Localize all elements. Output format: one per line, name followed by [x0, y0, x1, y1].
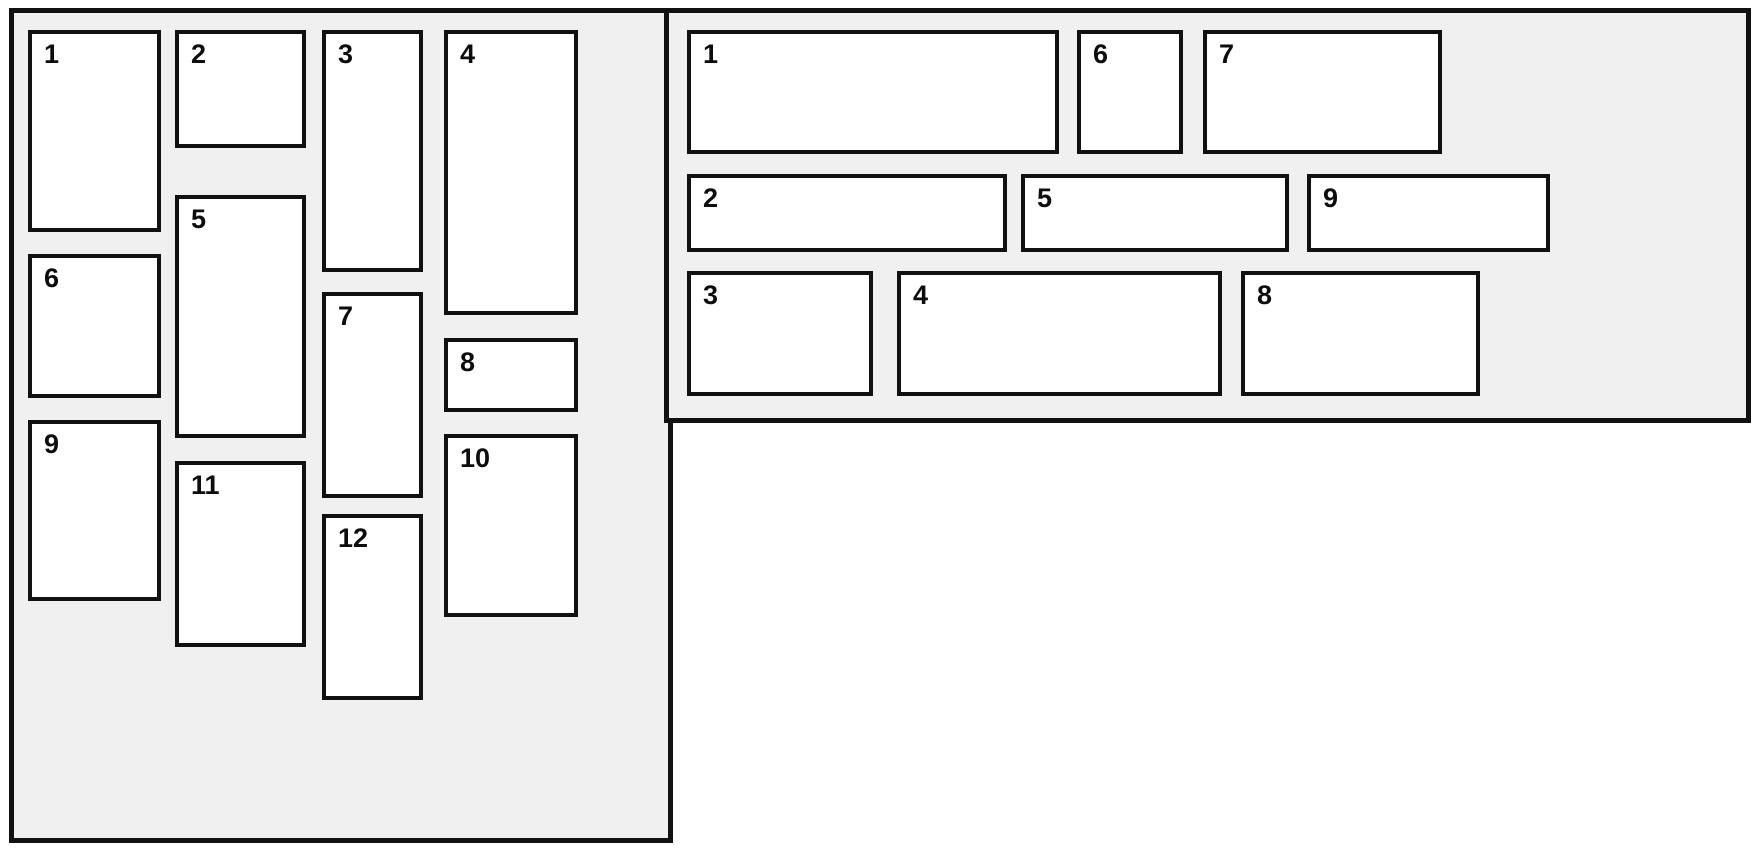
cell-label: 8	[1257, 280, 1273, 310]
cell-label: 6	[1093, 39, 1109, 69]
cell-left-10[interactable]: 10	[444, 434, 578, 617]
cell-label: 9	[44, 429, 60, 459]
cell-left-11[interactable]: 11	[175, 461, 306, 647]
cell-label: 5	[191, 204, 207, 234]
cell-label: 1	[703, 39, 719, 69]
cell-right-7[interactable]: 7	[1203, 30, 1442, 154]
cell-label: 8	[460, 347, 476, 377]
cell-left-4[interactable]: 4	[444, 30, 578, 315]
cell-label: 7	[1219, 39, 1235, 69]
cell-label: 10	[460, 443, 491, 473]
cell-label: 1	[44, 39, 60, 69]
cell-right-1[interactable]: 1	[687, 30, 1059, 154]
cell-label: 12	[338, 523, 369, 553]
cell-right-3[interactable]: 3	[687, 271, 873, 396]
cell-label: 3	[338, 39, 354, 69]
cell-left-12[interactable]: 12	[322, 514, 423, 700]
cell-right-9[interactable]: 9	[1307, 174, 1550, 252]
cell-left-6[interactable]: 6	[28, 254, 161, 398]
cell-label: 6	[44, 263, 60, 293]
cell-left-1[interactable]: 1	[28, 30, 161, 232]
cell-label: 4	[460, 39, 476, 69]
cell-label: 4	[913, 280, 929, 310]
cell-label: 5	[1037, 183, 1053, 213]
cell-right-5[interactable]: 5	[1021, 174, 1289, 252]
cell-right-8[interactable]: 8	[1241, 271, 1480, 396]
cell-right-4[interactable]: 4	[897, 271, 1222, 396]
cell-left-2[interactable]: 2	[175, 30, 306, 148]
cell-left-8[interactable]: 8	[444, 338, 578, 412]
cell-right-6[interactable]: 6	[1077, 30, 1183, 154]
cell-label: 9	[1323, 183, 1339, 213]
cell-label: 11	[191, 470, 220, 500]
cell-label: 7	[338, 301, 354, 331]
cell-label: 2	[703, 183, 719, 213]
cell-left-5[interactable]: 5	[175, 195, 306, 438]
cell-left-9[interactable]: 9	[28, 420, 161, 601]
cell-label: 2	[191, 39, 207, 69]
cell-left-3[interactable]: 3	[322, 30, 423, 272]
cell-right-2[interactable]: 2	[687, 174, 1007, 252]
cell-left-7[interactable]: 7	[322, 292, 423, 498]
cell-label: 3	[703, 280, 719, 310]
